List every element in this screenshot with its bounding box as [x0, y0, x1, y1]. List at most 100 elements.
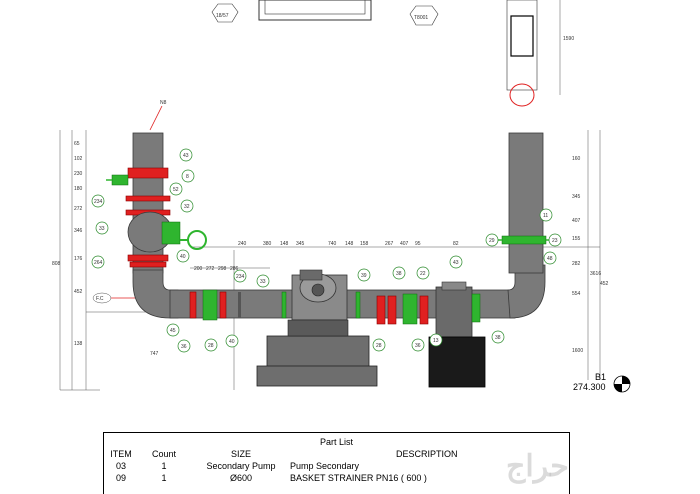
svg-text:158: 158 — [360, 241, 369, 247]
svg-text:29: 29 — [489, 238, 495, 244]
svg-text:39: 39 — [361, 273, 367, 279]
svg-text:234: 234 — [94, 199, 103, 205]
svg-text:267: 267 — [385, 241, 394, 247]
equipment-bases — [256, 319, 486, 388]
label-fc: F.C — [96, 296, 104, 302]
header-count: Count — [151, 449, 177, 459]
svg-text:38: 38 — [495, 335, 501, 341]
part-list-title: Part List — [319, 437, 353, 447]
table-row: 03 1 Secondary Pump Pump Secondary — [115, 461, 360, 471]
datum-elevation: 274.300 — [573, 382, 606, 392]
svg-text:40: 40 — [229, 339, 235, 345]
pump-shaft-icon — [311, 283, 325, 297]
svg-text:52: 52 — [173, 187, 179, 193]
svg-text:65: 65 — [74, 141, 80, 147]
callouts-right: 11 23 48 13 29 38 — [429, 208, 562, 347]
svg-text:345: 345 — [572, 194, 581, 200]
svg-text:264: 264 — [94, 260, 103, 266]
svg-text:407: 407 — [400, 241, 409, 247]
svg-text:43: 43 — [183, 153, 189, 159]
datum-name: B1 — [595, 372, 607, 382]
svg-text:180: 180 — [74, 186, 83, 192]
pipeline — [106, 132, 556, 338]
svg-text:102: 102 — [74, 156, 83, 162]
svg-text:1600: 1600 — [572, 348, 583, 354]
top-box — [258, 0, 372, 21]
tag-right: T8001 — [414, 15, 428, 21]
watermark-logo: حراج — [506, 450, 569, 483]
top-row-dim-labels: 240 380 148 345 740 148 158 267 407 95 8… — [238, 241, 496, 247]
basket-strainer — [435, 286, 473, 338]
header-item: ITEM — [110, 449, 132, 459]
tag-left: 18/57 — [216, 13, 229, 19]
svg-text:148: 148 — [345, 241, 354, 247]
svg-text:82: 82 — [453, 241, 459, 247]
pump-base — [266, 335, 370, 369]
right-dim-labels: 160 345 407 155 282 554 1600 452 — [572, 156, 609, 354]
svg-text:282: 282 — [572, 261, 581, 267]
header-size: SIZE — [230, 449, 251, 459]
svg-text:452: 452 — [600, 281, 609, 287]
svg-text:138: 138 — [74, 341, 83, 347]
svg-text:345: 345 — [296, 241, 305, 247]
svg-text:11: 11 — [543, 213, 548, 219]
handwheel-icon — [187, 230, 207, 250]
callouts-bottom: 33 45 36 40 234 28 39 28 36 38 22 43 — [166, 255, 463, 353]
svg-text:234: 234 — [236, 274, 245, 280]
tag-hexagon-right — [409, 5, 439, 26]
svg-text:13: 13 — [433, 338, 439, 344]
table-row: 09 1 Ø600 BASKET STRAINER PN16 ( 600 ) — [115, 473, 427, 483]
right-riser — [508, 132, 544, 274]
svg-text:33: 33 — [99, 226, 105, 232]
svg-text:200: 200 — [194, 266, 203, 272]
svg-text:747: 747 — [150, 351, 159, 357]
svg-text:230: 230 — [74, 171, 83, 177]
tag-hexagon-left — [211, 3, 239, 23]
svg-text:272: 272 — [206, 266, 215, 272]
svg-text:23: 23 — [552, 238, 558, 244]
right-valve — [501, 235, 547, 245]
right-top-flange — [509, 83, 535, 107]
svg-text:43: 43 — [453, 260, 459, 266]
svg-text:740: 740 — [328, 241, 337, 247]
header-description: DESCRIPTION — [396, 449, 458, 459]
svg-text:346: 346 — [74, 228, 83, 234]
svg-text:95: 95 — [415, 241, 421, 247]
dim-left-total: 808 — [52, 261, 61, 267]
svg-text:155: 155 — [572, 236, 581, 242]
svg-text:148: 148 — [280, 241, 289, 247]
svg-text:407: 407 — [572, 218, 581, 224]
label-n8: N8 — [160, 100, 167, 106]
part-list-table: Part List ITEM Count SIZE DESCRIPTION 03… — [103, 432, 570, 494]
svg-text:36: 36 — [181, 344, 187, 350]
left-valve-actuator — [161, 221, 181, 245]
callouts-left: 43 8 52 33 234 40 32 264 — [91, 148, 195, 269]
dim-right-top: 1590 — [563, 36, 574, 42]
svg-text:33: 33 — [260, 279, 266, 285]
datum-marker-icon — [613, 375, 631, 393]
svg-text:28: 28 — [376, 343, 382, 349]
datum-label: B1 274.300 — [573, 372, 607, 392]
svg-text:45: 45 — [170, 328, 176, 334]
left-dim-labels: 65 102 230 180 272 346 176 452 138 747 — [74, 141, 159, 357]
svg-text:32: 32 — [184, 204, 190, 210]
top-partial-elements: 18/57 T8001 1590 — [211, 0, 574, 107]
svg-text:28: 28 — [208, 343, 214, 349]
mid-row-dim-labels: 200 272 298 286 — [194, 266, 239, 272]
svg-text:272: 272 — [74, 206, 83, 212]
svg-text:240: 240 — [238, 241, 247, 247]
svg-text:176: 176 — [74, 256, 83, 262]
svg-text:298: 298 — [218, 266, 227, 272]
left-gauge — [111, 174, 129, 186]
svg-text:48: 48 — [547, 256, 553, 262]
dim-right-total: 3616 — [590, 271, 601, 277]
svg-text:38: 38 — [396, 271, 402, 277]
svg-text:8: 8 — [186, 174, 189, 180]
dimension-lines — [59, 130, 601, 391]
svg-text:452: 452 — [74, 289, 83, 295]
svg-text:160: 160 — [572, 156, 581, 162]
svg-text:286: 286 — [230, 266, 239, 272]
svg-text:380: 380 — [263, 241, 272, 247]
part-list-header: ITEM Count SIZE DESCRIPTION — [104, 448, 569, 460]
